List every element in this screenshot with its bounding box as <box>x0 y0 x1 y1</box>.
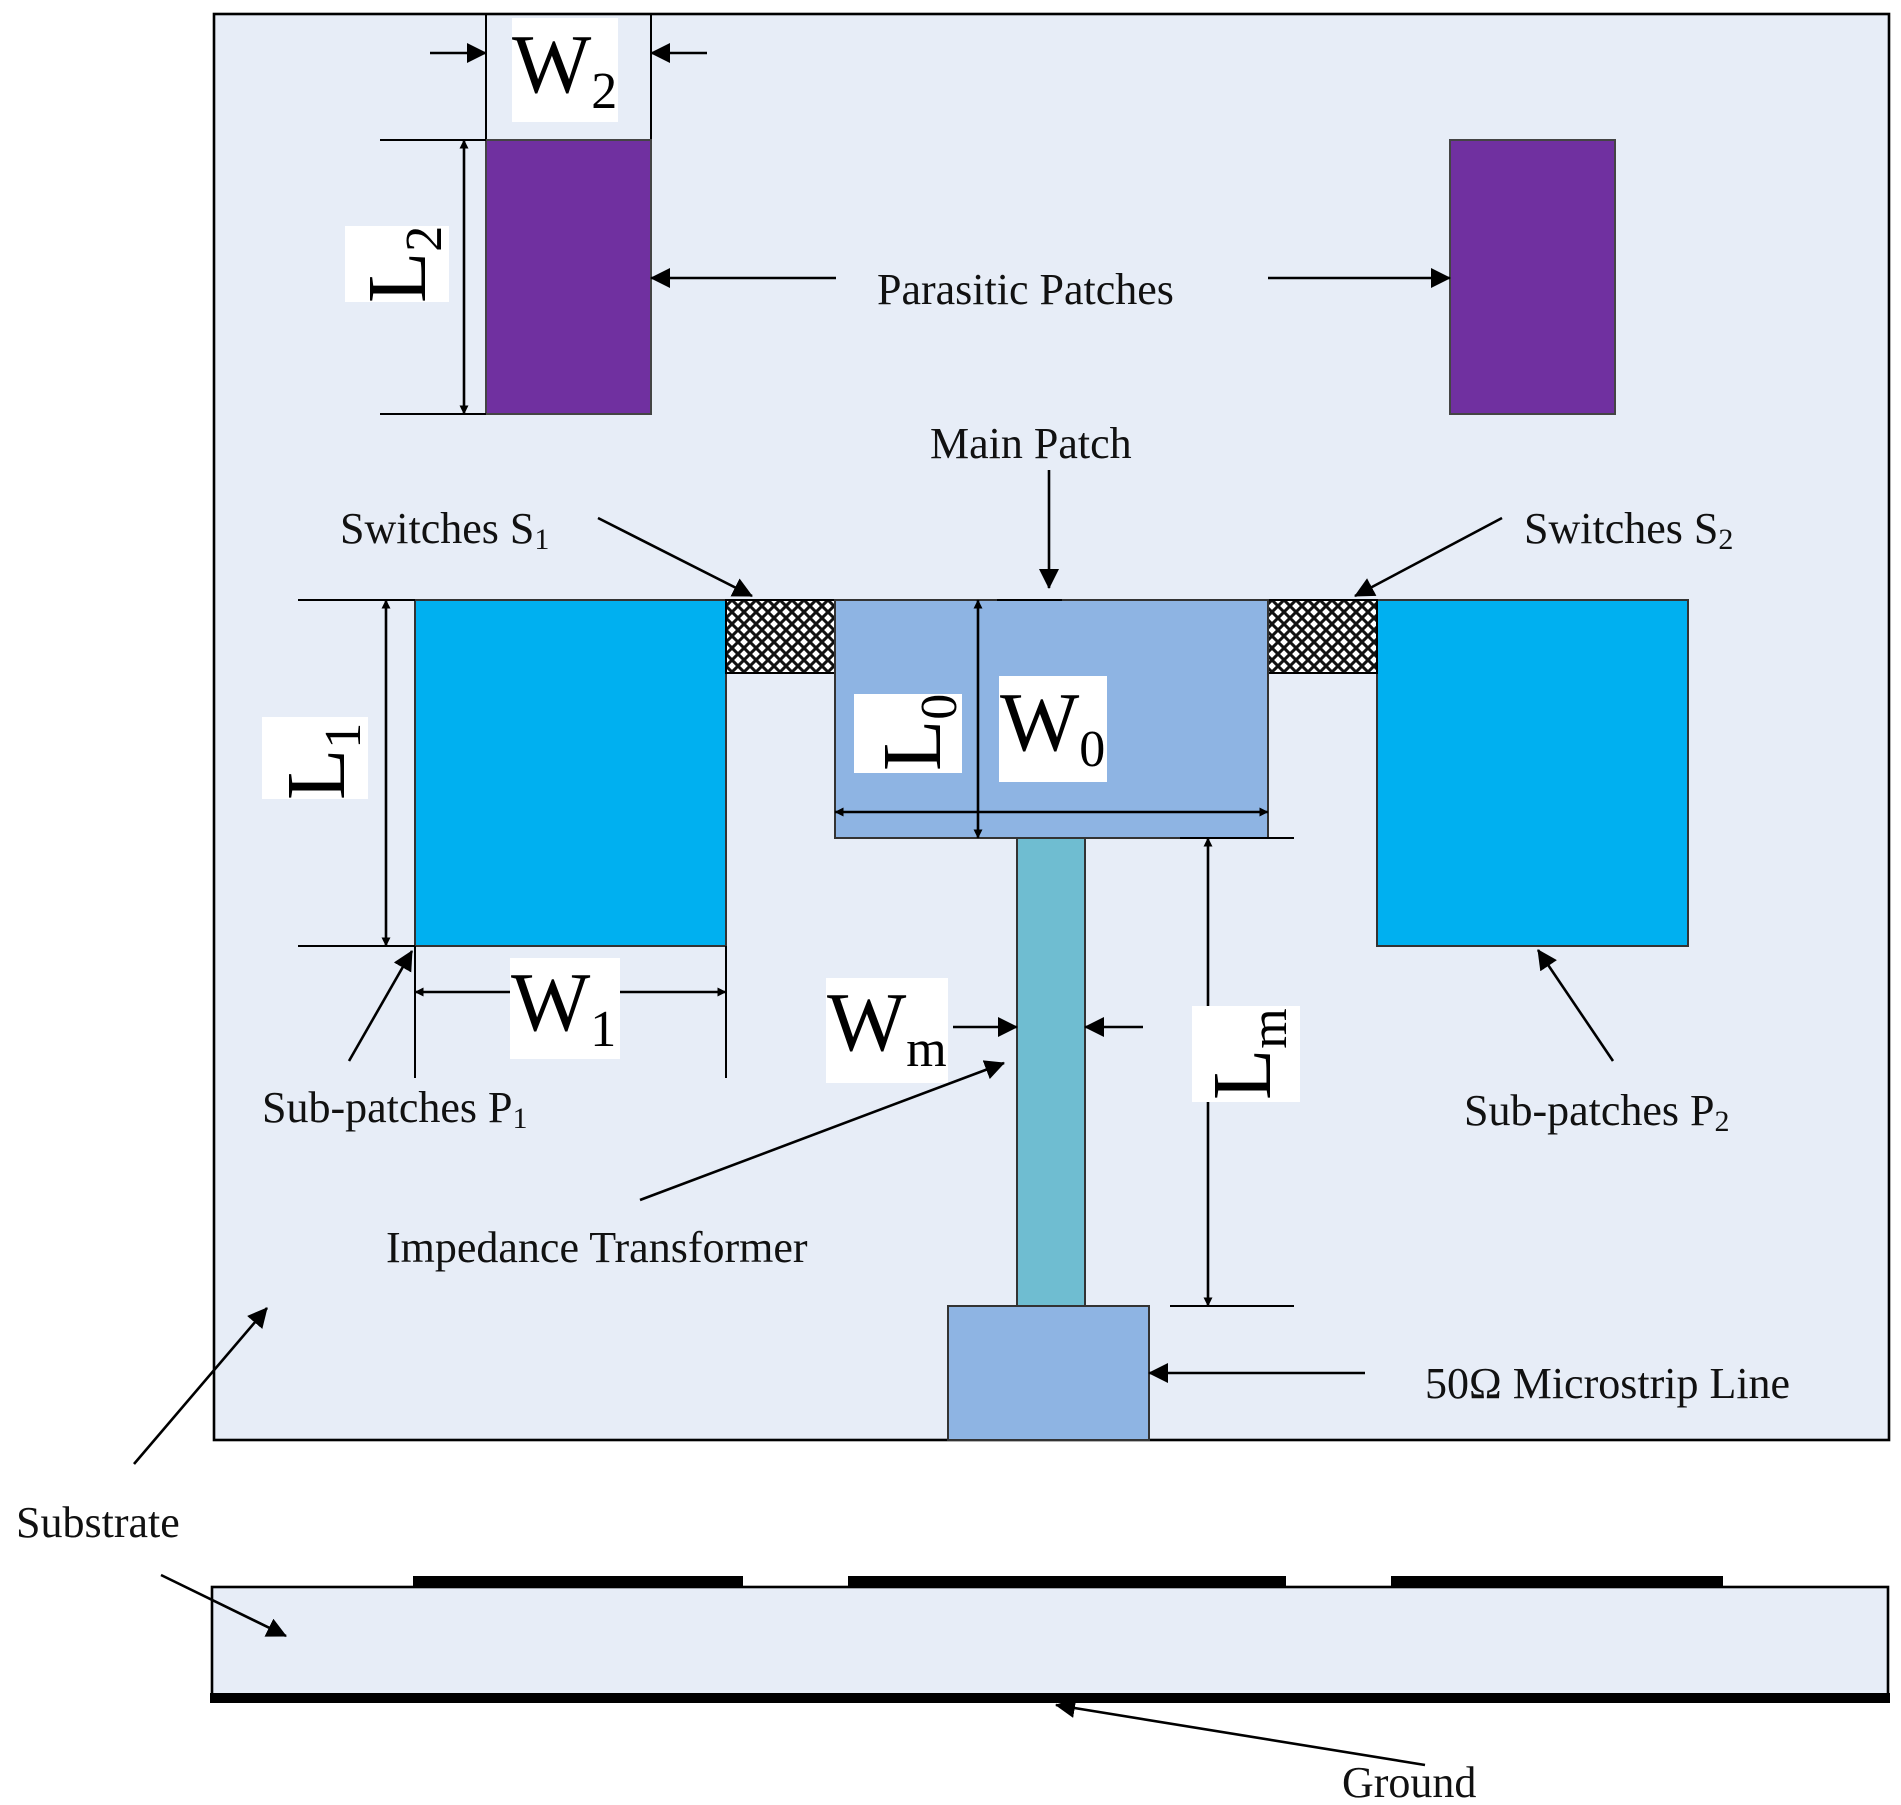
w2-label-box <box>512 18 618 122</box>
parasitic-patch-left <box>485 139 652 415</box>
copper-strip-left <box>413 1576 743 1587</box>
sub-patches-p2-label: Sub-patches P2 <box>1464 1086 1730 1138</box>
w1-label-box <box>510 958 620 1059</box>
ground-label: Ground <box>1342 1758 1476 1805</box>
substrate-side-view <box>210 1585 1890 1697</box>
l0-label-box <box>854 694 962 773</box>
l0-label: L0 <box>866 694 968 771</box>
lm-label-box <box>1192 1006 1300 1102</box>
wm-label-box <box>826 978 948 1083</box>
l2-label-box <box>345 226 449 302</box>
switch-s2 <box>1267 599 1378 674</box>
impedance-transformer-label: Impedance Transformer <box>386 1223 808 1272</box>
substrate-label: Substrate <box>16 1498 180 1547</box>
w1-label: W1 <box>511 956 616 1058</box>
switches-s2-label: Switches S2 <box>1524 504 1733 556</box>
sub-patches-p1-label: Sub-patches P1 <box>262 1083 528 1135</box>
w0-label-box <box>999 676 1107 782</box>
sub-patch-p2 <box>1376 599 1689 947</box>
switches-s1-label: Switches S1 <box>340 504 549 556</box>
microstrip-line <box>947 1305 1150 1441</box>
l2-label: L2 <box>351 226 453 303</box>
sub-patch-p1 <box>414 599 727 947</box>
copper-strip-right <box>1391 1576 1723 1587</box>
switch-s1 <box>725 599 836 674</box>
parasitic-patches-label: Parasitic Patches <box>877 265 1174 314</box>
l1-label: L1 <box>270 723 372 800</box>
wm-label: Wm <box>827 976 947 1078</box>
parasitic-patch-right <box>1449 139 1616 415</box>
impedance-transformer <box>1016 837 1086 1307</box>
ground-plane <box>210 1693 1890 1703</box>
main-patch-label: Main Patch <box>930 419 1132 468</box>
w2-label: W2 <box>512 18 617 120</box>
lm-label: Lm <box>1196 1008 1298 1100</box>
copper-strip-center <box>848 1576 1286 1587</box>
microstrip-line-label: 50Ω Microstrip Line <box>1425 1359 1790 1408</box>
w0-label: W0 <box>1000 676 1105 778</box>
l1-label-box <box>262 717 368 799</box>
